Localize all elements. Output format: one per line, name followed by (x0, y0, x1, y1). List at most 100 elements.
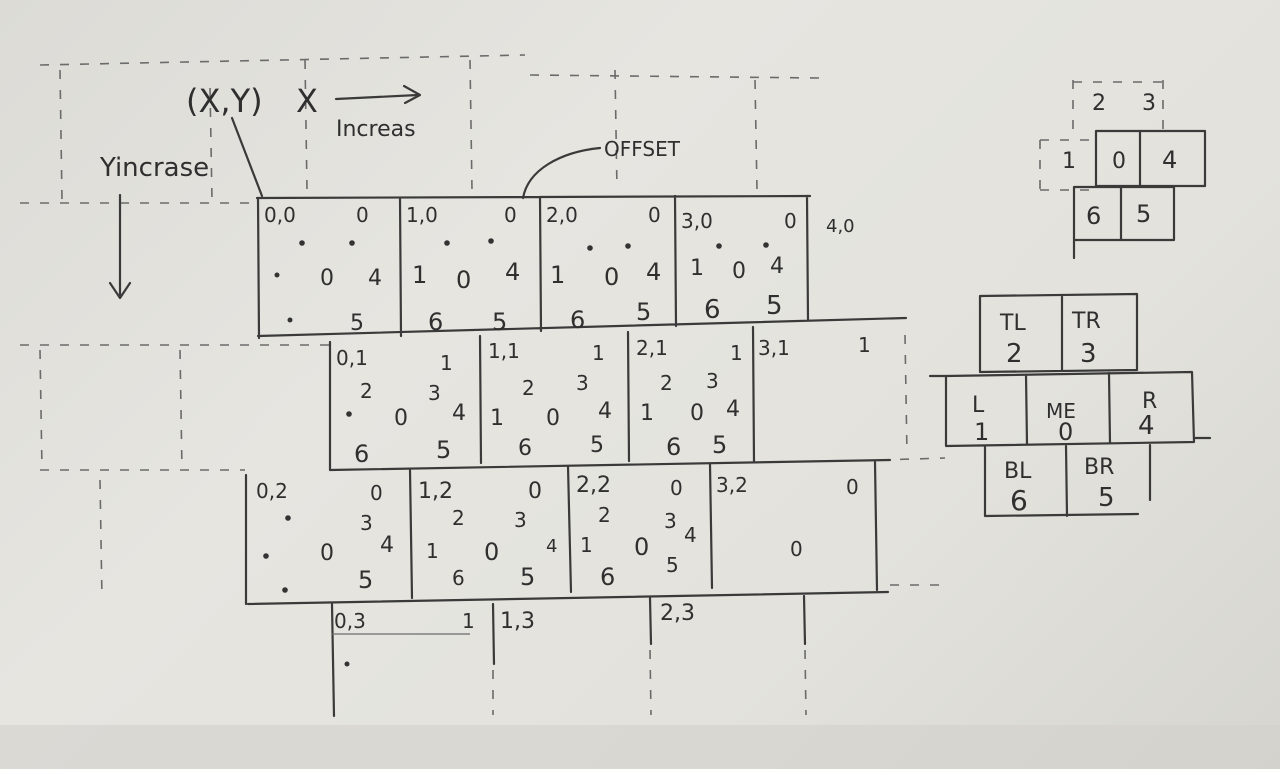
grid-row-2: 0,2 0 3 0 4 5 1,2 0 2 3 1 0 4 6 5 2,2 0 … (244, 460, 890, 606)
svg-text:5: 5 (636, 298, 651, 326)
svg-text:2: 2 (452, 506, 465, 530)
svg-text:6: 6 (704, 295, 721, 325)
svg-text:0: 0 (732, 259, 746, 284)
svg-text:4: 4 (1138, 411, 1155, 441)
svg-text:2: 2 (598, 503, 611, 527)
legend-tr: TR (1071, 309, 1101, 334)
cell-2-1: 2,1 1 2 3 1 0 4 6 5 (636, 336, 743, 461)
cell-offset: 0 (670, 476, 683, 500)
svg-text:4: 4 (726, 397, 740, 422)
svg-text:6: 6 (428, 308, 443, 336)
svg-text:5: 5 (520, 563, 535, 591)
cell-coord: 0,1 (336, 346, 368, 370)
svg-text:4: 4 (1162, 146, 1177, 174)
cell-coord: 3,1 (758, 336, 790, 360)
cell-1-3-coord: 1,3 (500, 609, 535, 634)
cell-coord: 1,2 (418, 479, 453, 504)
cell-3-0: 3,0 0 1 0 4 6 5 (681, 209, 797, 325)
svg-text:5: 5 (766, 291, 783, 321)
grid-row-0: 0,0 0 0 4 5 1,0 0 1 0 4 6 5 2,0 0 1 0 4 … (255, 194, 908, 340)
svg-text:1: 1 (490, 406, 504, 431)
svg-text:4: 4 (646, 258, 661, 286)
mini-neighbor-diagram: 2 3 1 0 4 6 5 (1039, 80, 1207, 260)
svg-text:4: 4 (546, 536, 557, 557)
cell-coord: 2,2 (576, 473, 611, 498)
svg-text:5: 5 (1136, 200, 1151, 228)
svg-text:5: 5 (712, 431, 727, 459)
cell-4-0-coord: 4,0 (826, 216, 855, 237)
cell-offset: 0 (504, 203, 517, 227)
cell-coord: 1,1 (488, 339, 520, 363)
annotations: (X,Y) X Increas Yincrase OFFSET (99, 82, 681, 300)
cell-0-1: 0,1 1 2 3 0 4 6 5 (336, 346, 466, 468)
svg-text:4: 4 (452, 401, 466, 426)
svg-text:0: 0 (1112, 149, 1126, 174)
y-increase-label: Yincrase (99, 153, 209, 183)
svg-text:3: 3 (1142, 91, 1156, 116)
svg-text:3: 3 (428, 381, 441, 405)
svg-text:6: 6 (1086, 202, 1101, 230)
cell-2-0: 2,0 0 1 0 4 6 5 (546, 203, 661, 334)
svg-text:0: 0 (634, 533, 649, 561)
x-increase-label: Increas (336, 117, 416, 142)
svg-text:5: 5 (350, 311, 364, 336)
cell-offset: 1 (440, 351, 453, 375)
svg-text:5: 5 (492, 308, 507, 336)
svg-text:4: 4 (505, 258, 520, 286)
cell-0-3: 0,3 1 (334, 609, 475, 667)
cell-coord: 3,0 (681, 209, 713, 233)
svg-text:4: 4 (770, 254, 784, 279)
svg-text:4: 4 (684, 523, 697, 547)
cell-coord: 0,2 (256, 479, 288, 503)
svg-text:1: 1 (690, 256, 704, 281)
cell-offset: 1 (730, 341, 743, 365)
svg-text:2: 2 (360, 379, 373, 403)
svg-text:3: 3 (514, 508, 527, 532)
svg-text:1: 1 (412, 261, 427, 289)
cell-offset: 0 (846, 475, 859, 499)
cell-coord: 0,0 (264, 203, 296, 227)
svg-text:5: 5 (590, 433, 604, 458)
svg-text:3: 3 (1080, 339, 1097, 369)
svg-text:3: 3 (664, 509, 677, 533)
cell-offset: 0 (648, 203, 661, 227)
svg-text:6: 6 (354, 440, 369, 468)
svg-text:6: 6 (666, 433, 681, 461)
svg-text:3: 3 (706, 369, 719, 393)
svg-text:6: 6 (518, 436, 532, 461)
svg-text:1: 1 (426, 539, 439, 563)
cell-2-3-coord: 2,3 (660, 601, 695, 626)
cell-coord: 1,0 (406, 203, 438, 227)
svg-text:0: 0 (546, 406, 560, 431)
offset-label: OFFSET (604, 137, 681, 161)
cell-coord: 3,2 (716, 473, 748, 497)
dashed-guides (20, 54, 946, 716)
svg-text:0: 0 (456, 266, 471, 294)
svg-text:5: 5 (358, 566, 373, 594)
svg-text:3: 3 (360, 511, 373, 535)
svg-text:6: 6 (452, 566, 465, 590)
cell-0-0: 0,0 0 0 4 5 (264, 203, 382, 336)
svg-text:6: 6 (1010, 484, 1028, 517)
cell-3-2: 3,2 0 0 (716, 473, 859, 561)
cell-offset: 0 (370, 481, 383, 505)
svg-text:2: 2 (522, 376, 535, 400)
svg-text:3: 3 (576, 371, 589, 395)
svg-text:0: 0 (320, 541, 334, 566)
legend-br: BR (1084, 455, 1114, 480)
svg-text:0: 0 (604, 263, 619, 291)
svg-text:2: 2 (1092, 91, 1106, 116)
cell-coord: 0,3 (334, 609, 366, 633)
svg-text:1: 1 (580, 533, 593, 557)
cell-coord: 2,1 (636, 336, 668, 360)
svg-text:2: 2 (660, 371, 673, 395)
cell-offset: 1 (592, 341, 605, 365)
svg-text:0: 0 (690, 401, 704, 426)
legend-bl: BL (1004, 459, 1032, 484)
cell-offset: 0 (356, 203, 369, 227)
svg-text:0: 0 (394, 406, 408, 431)
svg-text:6: 6 (600, 563, 615, 591)
svg-text:0: 0 (1058, 418, 1073, 446)
cell-2-2: 2,2 0 2 3 4 1 0 6 5 (576, 473, 697, 591)
